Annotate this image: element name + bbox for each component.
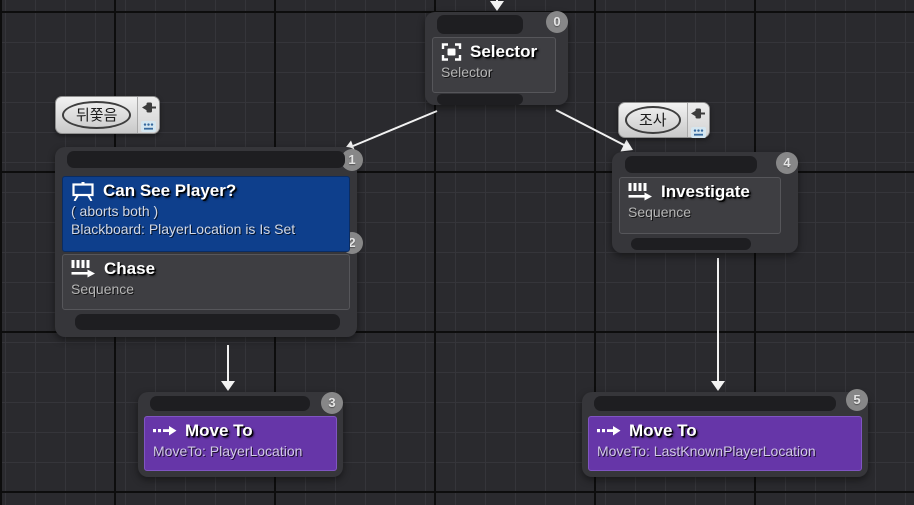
node-subtitle: Sequence bbox=[628, 204, 692, 220]
input-connector-pill[interactable] bbox=[625, 156, 757, 173]
blackboard-easel-icon bbox=[71, 181, 95, 201]
node-subtitle: Selector bbox=[441, 64, 493, 80]
investigate-node[interactable]: 4 Investigate bbox=[612, 152, 798, 253]
node-subtitle: MoveTo: PlayerLocation bbox=[153, 443, 303, 459]
node-subtitle: MoveTo: LastKnownPlayerLocation bbox=[597, 443, 816, 459]
comment-dots-icon[interactable] bbox=[690, 125, 706, 143]
input-connector-pill[interactable] bbox=[437, 15, 523, 34]
comment-text: 뒤쫓음 bbox=[62, 101, 132, 129]
wire-root-to-selector bbox=[490, 0, 504, 11]
output-connector-pill[interactable] bbox=[631, 238, 751, 250]
dots-arrow-icon bbox=[153, 425, 177, 437]
execution-order-badge: 3 bbox=[321, 392, 343, 414]
wire-investigate-to-moveto bbox=[711, 258, 725, 391]
move-to-chase-node[interactable]: 3 Move To MoveTo: PlayerLocation bbox=[138, 392, 343, 477]
execution-order-badge: 4 bbox=[776, 152, 798, 174]
chase-composite[interactable]: Chase Sequence bbox=[62, 254, 350, 310]
node-comment-bubble[interactable]: 조사 bbox=[618, 102, 710, 138]
pushpin-icon[interactable] bbox=[141, 101, 156, 119]
comment-text: 조사 bbox=[625, 106, 681, 134]
move-to-task[interactable]: Move To MoveTo: PlayerLocation bbox=[144, 416, 337, 471]
node-subtitle: Sequence bbox=[71, 281, 135, 297]
input-connector-pill[interactable] bbox=[150, 396, 310, 411]
node-title: Investigate bbox=[661, 182, 750, 201]
chase-branch-node[interactable]: 1 2 Can See Player? ( aborts both ) Blac… bbox=[55, 147, 363, 337]
pushpin-icon[interactable] bbox=[691, 107, 706, 125]
comment-dots-icon[interactable] bbox=[141, 119, 157, 137]
node-title: Move To bbox=[629, 421, 697, 440]
node-title: Selector bbox=[470, 42, 538, 61]
node-title: Move To bbox=[185, 421, 253, 440]
decorator-title: Can See Player? bbox=[103, 181, 237, 200]
execution-order-badge: 5 bbox=[846, 389, 868, 411]
output-connector-pill[interactable] bbox=[75, 314, 340, 330]
input-connector-pill[interactable] bbox=[67, 151, 345, 168]
can-see-player-decorator[interactable]: Can See Player? ( aborts both ) Blackboa… bbox=[62, 176, 350, 252]
input-connector-pill[interactable] bbox=[594, 396, 836, 411]
wire-selector-to-chase bbox=[343, 110, 438, 154]
sequence-bars-arrow-icon bbox=[71, 260, 96, 278]
node-comment-bubble[interactable]: 뒤쫓음 bbox=[55, 96, 161, 137]
node-title: Chase bbox=[104, 259, 156, 278]
wire-chase-to-moveto bbox=[221, 345, 235, 391]
execution-order-badge: 1 bbox=[341, 149, 363, 171]
dots-arrow-icon bbox=[597, 425, 621, 437]
output-connector-pill[interactable] bbox=[437, 94, 523, 105]
selector-brackets-icon bbox=[441, 42, 462, 62]
decorator-blackboard-text: Blackboard: PlayerLocation is Is Set bbox=[71, 221, 296, 237]
move-to-investigate-node[interactable]: 5 Move To MoveTo: LastKnownPlayerLoc bbox=[582, 389, 868, 477]
execution-order-badge: 0 bbox=[546, 11, 568, 33]
sequence-bars-arrow-icon bbox=[628, 183, 653, 201]
decorator-abort-text: ( aborts both ) bbox=[71, 203, 159, 219]
move-to-task[interactable]: Move To MoveTo: LastKnownPlayerLocation bbox=[588, 416, 862, 471]
selector-node[interactable]: 0 Selector Selector bbox=[425, 11, 568, 105]
